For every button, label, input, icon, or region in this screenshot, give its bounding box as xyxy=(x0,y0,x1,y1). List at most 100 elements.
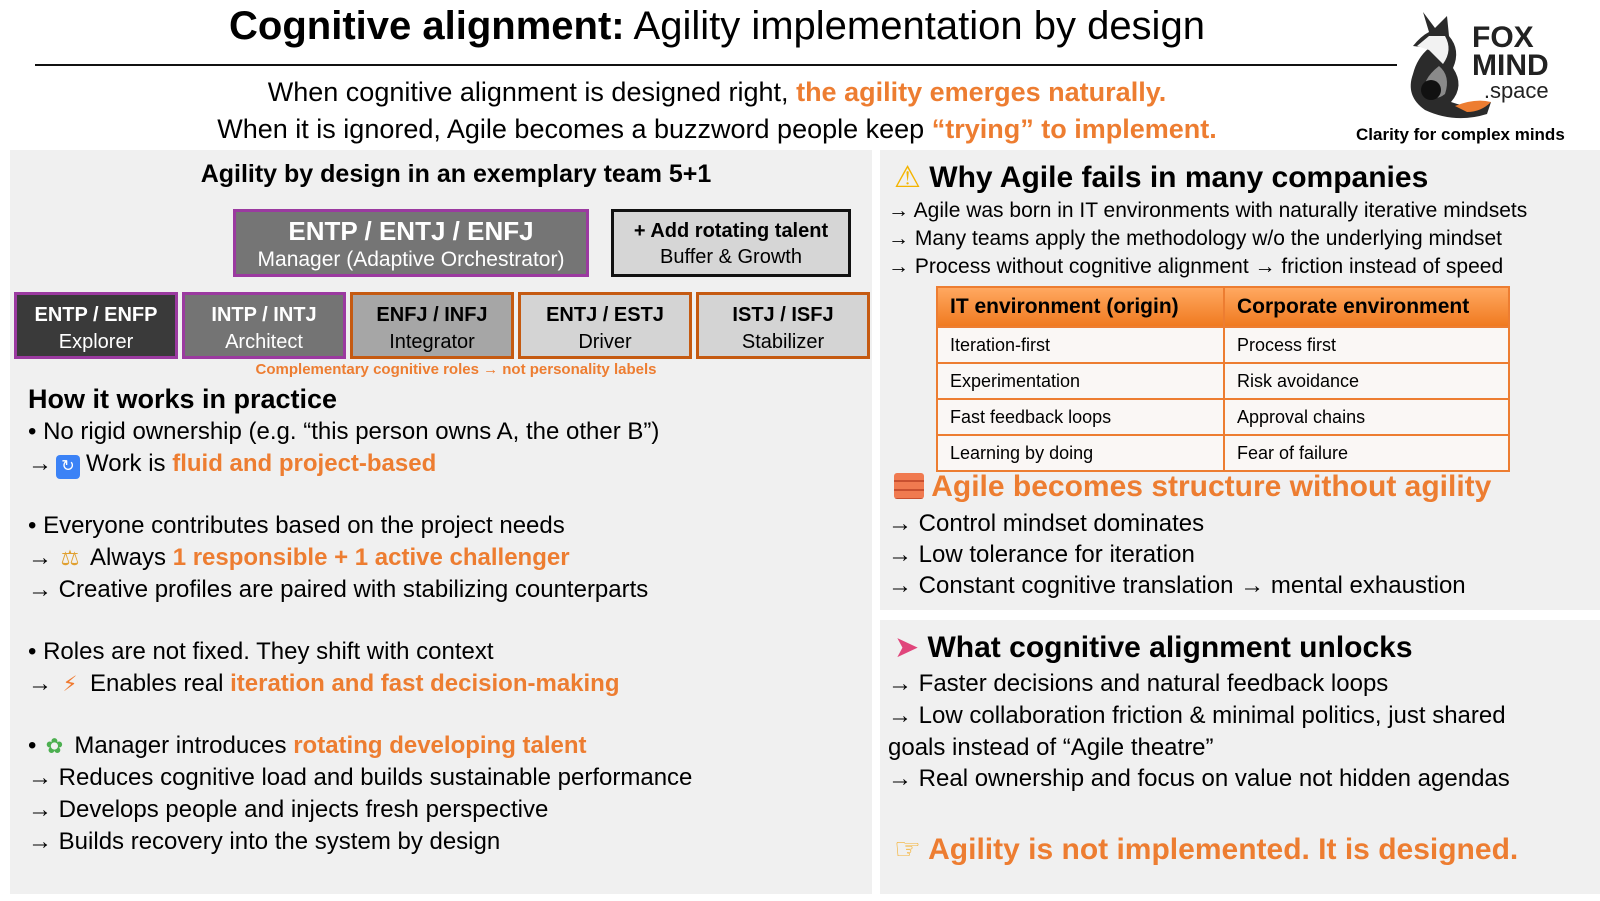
table-cell: Learning by doing xyxy=(936,434,1225,472)
table-cell: Approval chains xyxy=(1223,398,1510,436)
rocket-icon: ➤ xyxy=(894,631,920,664)
team-panel: Agility by design in an exemplary team 5… xyxy=(10,150,872,894)
arrow: → xyxy=(28,450,52,477)
table-cell: Experimentation xyxy=(936,362,1225,400)
rotating-label: + Add rotating talent xyxy=(633,220,829,242)
practice-line: → Develops people and injects fresh pers… xyxy=(28,796,548,824)
arrow: → xyxy=(28,764,59,791)
role-integrator: ENFJ / INFJ Integrator xyxy=(350,292,514,359)
line-text: Enables real xyxy=(90,670,231,697)
table-header-row: IT environment (origin) Corporate enviro… xyxy=(936,286,1510,328)
role-driver: ENTJ / ESTJ Driver xyxy=(518,292,692,359)
logo-line-1: FOX xyxy=(1472,21,1534,54)
repeat-icon: ↻ xyxy=(56,455,80,479)
table-cell: Process first xyxy=(1223,326,1510,364)
subtitle-line-1: When cognitive alignment is designed rig… xyxy=(36,77,1398,108)
role-name: Driver xyxy=(578,331,632,353)
role-name: Integrator xyxy=(389,331,475,353)
logo-line-3: .space xyxy=(1483,78,1549,103)
table-cell: Fear of failure xyxy=(1223,434,1510,472)
role-types: ENFJ / INFJ xyxy=(376,304,488,326)
line-text: Builds recovery into the system by desig… xyxy=(58,828,501,855)
title-bold: Cognitive alignment: xyxy=(229,4,625,48)
why-line: → Agile was born in IT environments with… xyxy=(888,199,1528,222)
unlocks-title-text: What cognitive alignment unlocks xyxy=(927,631,1413,664)
practice-line: → Reduces cognitive load and builds sust… xyxy=(28,764,692,792)
closing-text: Agility is not implemented. It is design… xyxy=(928,833,1519,866)
balance-scale-icon: ⚖ xyxy=(60,547,80,570)
logo-line-2: MIND xyxy=(1472,49,1549,82)
bullet: • xyxy=(28,418,44,445)
table-cell: Iteration-first xyxy=(936,326,1225,364)
comparison-table: IT environment (origin) Corporate enviro… xyxy=(936,286,1510,472)
brick-icon xyxy=(894,473,924,499)
line-text: No rigid ownership (e.g. “this person ow… xyxy=(43,418,660,445)
why-title: ⚠ Why Agile fails in many companies xyxy=(894,160,1428,195)
line-highlight: rotating developing talent xyxy=(293,732,587,759)
why-line: → Process without cognitive alignment → … xyxy=(888,255,1504,278)
roles-note: Complementary cognitive roles → not pers… xyxy=(255,361,657,378)
table-cell: Risk avoidance xyxy=(1223,362,1510,400)
practice-line: • No rigid ownership (e.g. “this person … xyxy=(28,418,659,446)
arrow: → xyxy=(28,828,59,855)
unlocks-line: → Faster decisions and natural feedback … xyxy=(888,670,1389,697)
subtitle-2-text: When it is ignored, Agile becomes a buzz… xyxy=(217,114,925,144)
structure-title-text: Agile becomes structure without agility xyxy=(931,470,1492,503)
practice-line: •✿Manager introduces rotating developing… xyxy=(28,732,587,760)
structure-line: → Constant cognitive translation → menta… xyxy=(888,572,1466,599)
title-rest: Agility implementation by design xyxy=(633,4,1205,48)
arrow: → xyxy=(28,670,52,697)
role-architect: INTP / INTJ Architect xyxy=(182,292,346,359)
line-text: Always xyxy=(90,544,173,571)
table-cell: Fast feedback loops xyxy=(936,398,1225,436)
fox-icon xyxy=(1410,12,1491,119)
unlocks-line: → Low collaboration friction & minimal p… xyxy=(888,702,1506,729)
table-row: Learning by doing Fear of failure xyxy=(936,434,1510,472)
closing-statement: ☞ Agility is not implemented. It is desi… xyxy=(894,832,1518,867)
seedling-icon: ✿ xyxy=(45,735,64,758)
line-text: Roles are not fixed. They shift with con… xyxy=(43,638,494,665)
subtitle-1-text: When cognitive alignment is designed rig… xyxy=(267,77,789,107)
arrow: → xyxy=(28,544,52,571)
practice-title: How it works in practice xyxy=(28,384,338,414)
role-explorer: ENTP / ENFP Explorer xyxy=(14,292,178,359)
unlocks-title: ➤ What cognitive alignment unlocks xyxy=(894,630,1413,665)
role-name: Architect xyxy=(225,331,303,353)
rotating-sub: Buffer & Growth xyxy=(660,246,802,268)
column-header: IT environment (origin) xyxy=(936,286,1225,328)
why-agile-fails-panel: ⚠ Why Agile fails in many companies → Ag… xyxy=(880,150,1600,610)
bullet: • xyxy=(28,732,37,759)
warning-icon: ⚠ xyxy=(894,161,921,194)
why-line: → Many teams apply the methodology w/o t… xyxy=(888,227,1502,250)
practice-line: → Creative profiles are paired with stab… xyxy=(28,576,648,604)
table-row: Experimentation Risk avoidance xyxy=(936,362,1510,400)
lightning-icon: ⚡ xyxy=(62,673,78,696)
subtitle-2-highlight: “trying” to implement. xyxy=(931,114,1217,144)
arrow: → xyxy=(28,796,59,823)
structure-line: → Control mindset dominates xyxy=(888,510,1205,537)
page-title: Cognitive alignment: Agility implementat… xyxy=(36,4,1398,49)
line-text: Reduces cognitive load and builds sustai… xyxy=(58,764,693,791)
pointing-hand-icon: ☞ xyxy=(894,833,921,866)
line-highlight: fluid and project-based xyxy=(172,450,437,477)
table-row: Iteration-first Process first xyxy=(936,326,1510,364)
role-types: ENTJ / ESTJ xyxy=(546,304,664,326)
role-name: Explorer xyxy=(58,331,134,353)
role-types: INTP / INTJ xyxy=(211,304,317,326)
arrow: → xyxy=(28,576,59,603)
why-title-text: Why Agile fails in many companies xyxy=(929,161,1429,194)
bullet: • xyxy=(28,638,44,665)
practice-line: →⚡Enables real iteration and fast decisi… xyxy=(28,670,620,698)
manager-box: ENTP / ENTJ / ENFJ Manager (Adaptive Orc… xyxy=(233,209,589,277)
role-name: Stabilizer xyxy=(741,331,825,353)
unlocks-panel: ➤ What cognitive alignment unlocks → Fas… xyxy=(880,620,1600,894)
structure-title: Agile becomes structure without agility xyxy=(894,470,1491,504)
practice-line: →⚖Always 1 responsible + 1 active challe… xyxy=(28,544,570,572)
line-text: Develops people and injects fresh perspe… xyxy=(58,796,549,823)
subtitle-1-highlight: the agility emerges naturally. xyxy=(796,77,1167,107)
practice-line: • Roles are not fixed. They shift with c… xyxy=(28,638,494,666)
line-text: Everyone contributes based on the projec… xyxy=(43,512,565,539)
logo-wordmark: FOX MIND .space xyxy=(1472,21,1549,103)
structure-line: → Low tolerance for iteration xyxy=(888,541,1195,568)
team-title: Agility by design in an exemplary team 5… xyxy=(200,160,712,188)
